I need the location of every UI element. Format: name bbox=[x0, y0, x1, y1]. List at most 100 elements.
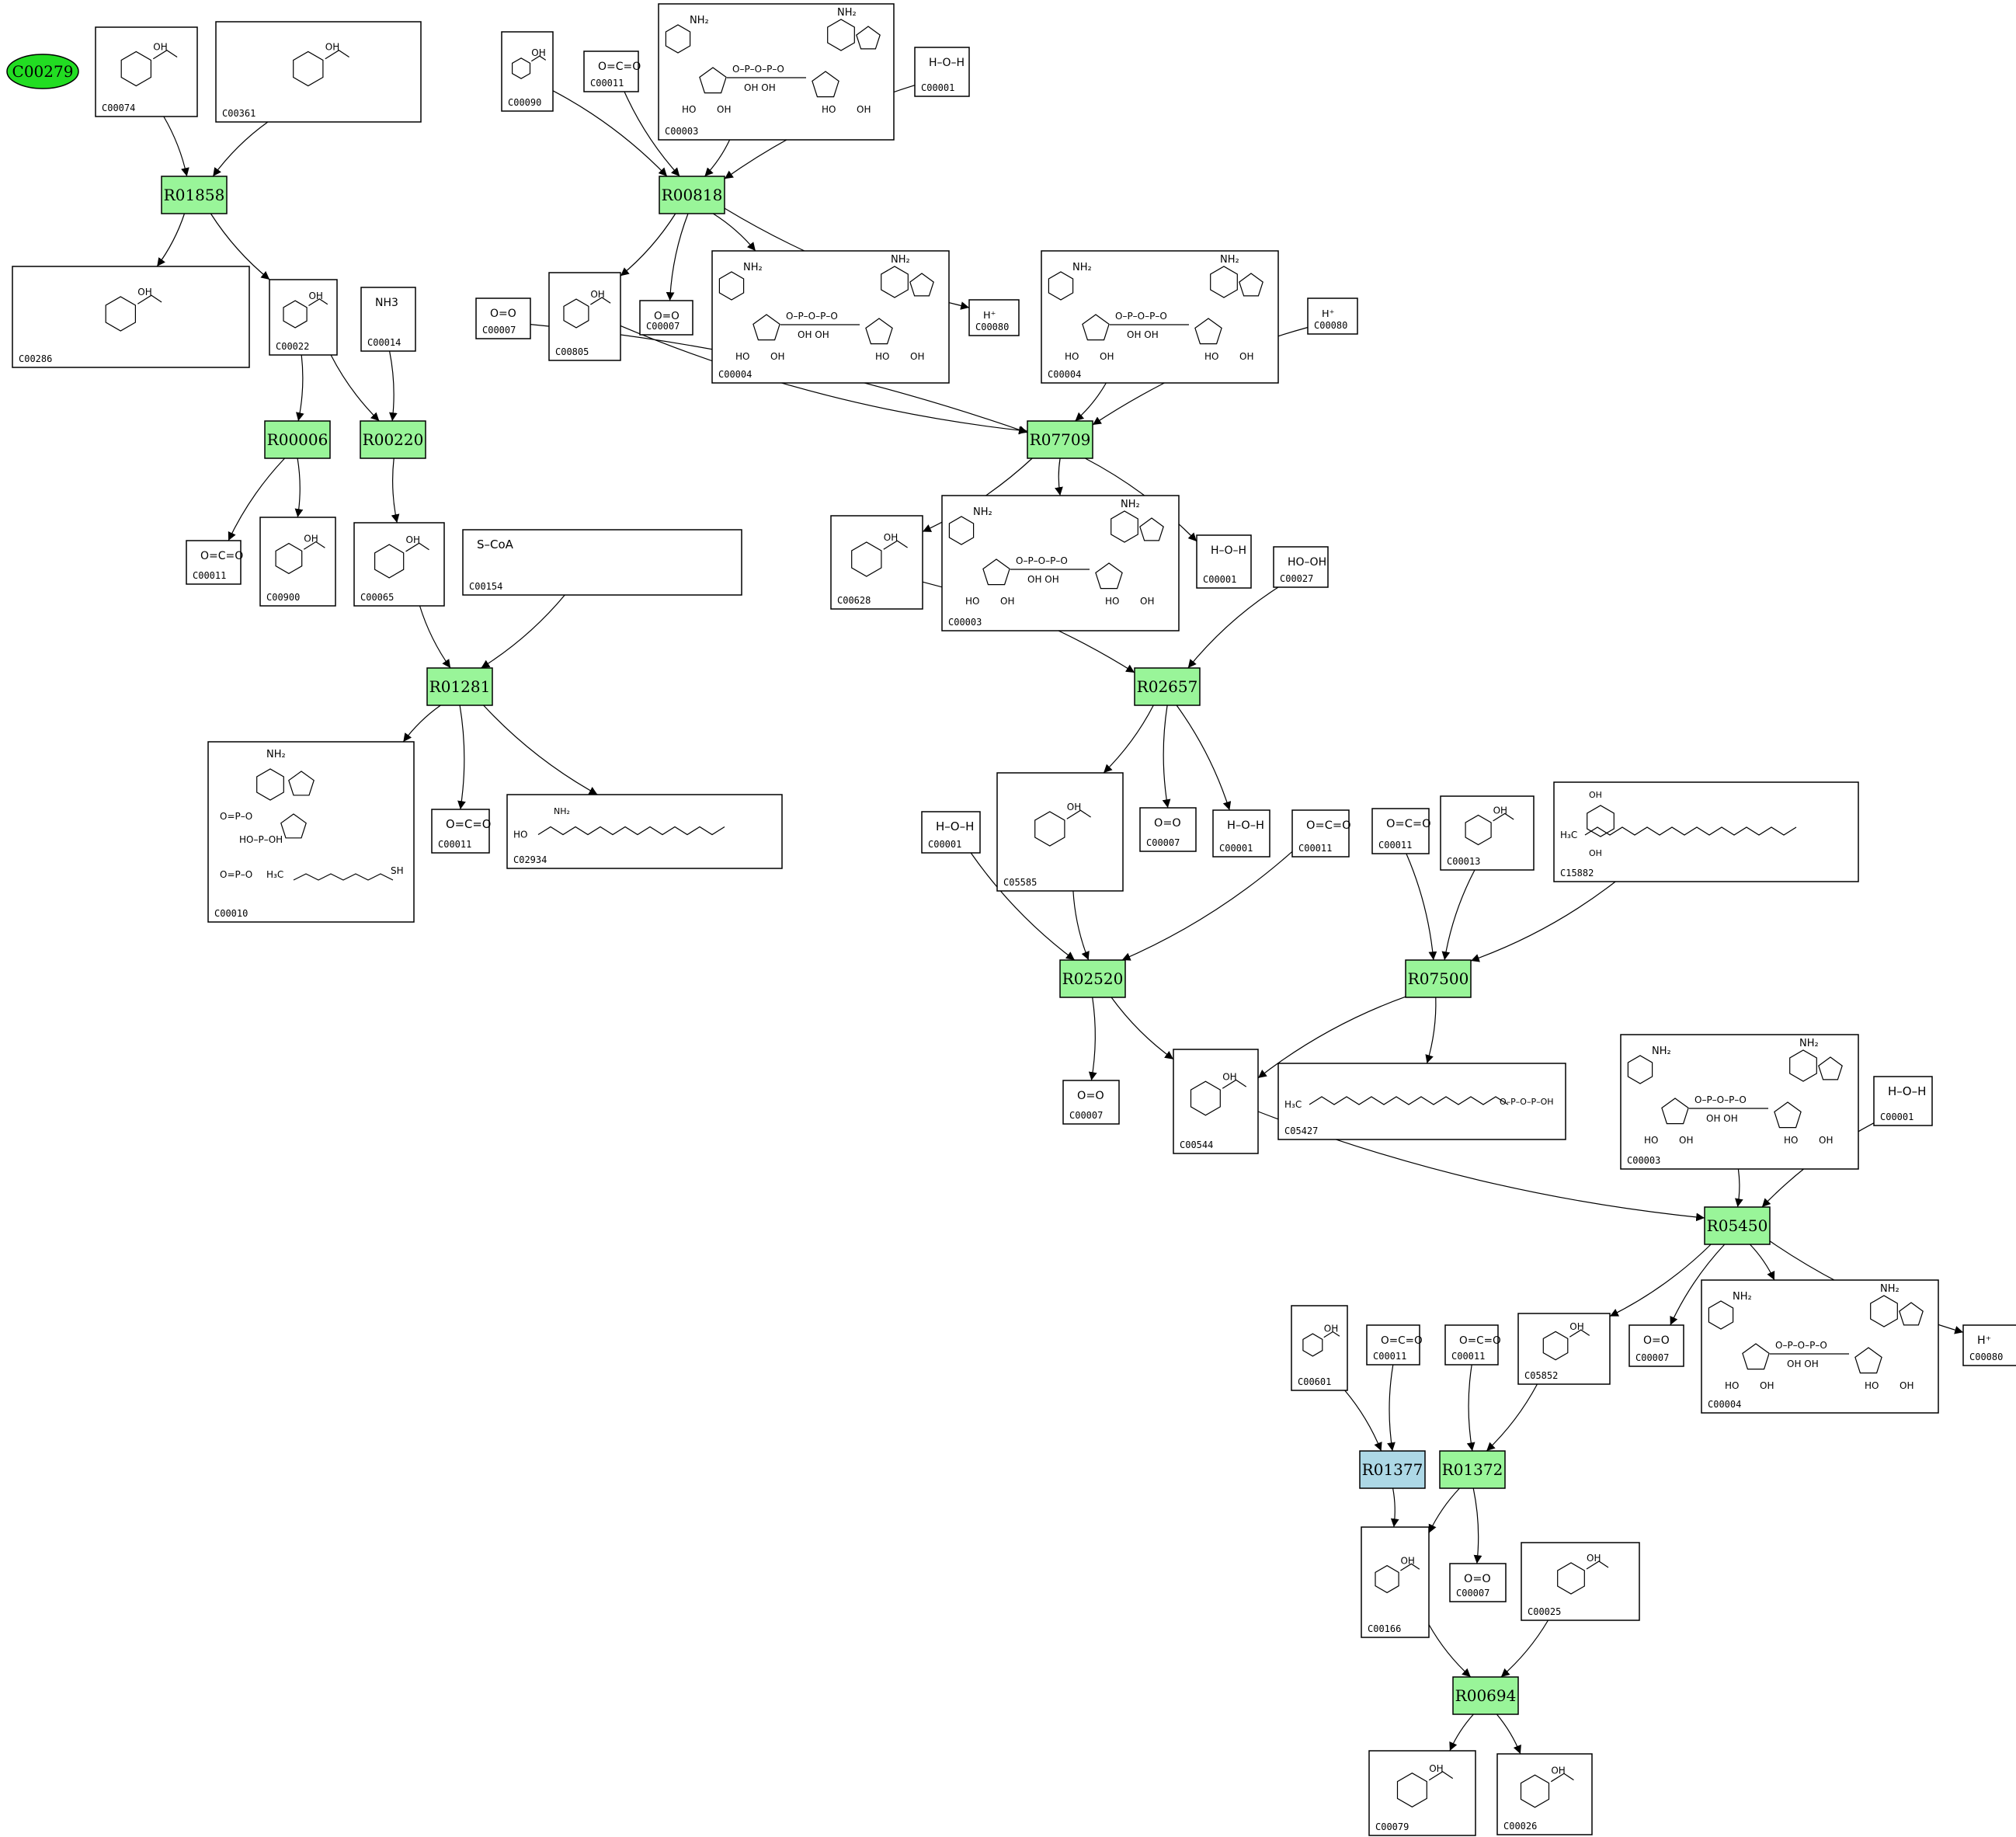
reaction-node-r01377[interactable]: R01377 bbox=[1359, 1450, 1426, 1489]
edge-c7-r3 bbox=[330, 354, 380, 422]
atom-label: O–P–O–P–O bbox=[1694, 1094, 1747, 1105]
structure-sketch: O=C=O bbox=[200, 550, 243, 562]
compound-id-label: C00004 bbox=[1708, 1399, 1741, 1410]
compound-id-label: C00166 bbox=[1368, 1623, 1401, 1634]
reaction-node-r00694[interactable]: R00694 bbox=[1452, 1676, 1519, 1715]
compound-node-c00080[interactable]: H⁺C00080 bbox=[968, 299, 1020, 336]
reaction-node-r00818[interactable]: R00818 bbox=[659, 176, 725, 214]
compound-box bbox=[1361, 1526, 1430, 1638]
edge-r6-c27 bbox=[1103, 705, 1154, 774]
compound-node-c00166[interactable]: OH C00166 bbox=[1361, 1526, 1430, 1638]
atom-label: O=P–O bbox=[220, 811, 252, 822]
structure-sketch: OH bbox=[1375, 1555, 1420, 1594]
start-node[interactable]: C00279 bbox=[6, 54, 79, 89]
reaction-node-r01281[interactable]: R01281 bbox=[426, 667, 493, 706]
reaction-node-r00220[interactable]: R00220 bbox=[360, 420, 426, 459]
edge-c49-r12 bbox=[1500, 1620, 1549, 1678]
atom-label: O=C=O bbox=[598, 61, 641, 73]
structure-bond bbox=[718, 271, 745, 301]
compound-id-label: C00001 bbox=[921, 82, 954, 93]
reaction-box bbox=[1359, 1450, 1426, 1489]
structure-sketch: HO–OH bbox=[1288, 556, 1326, 569]
edge-r3-c18 bbox=[391, 458, 400, 524]
edge-r5-c25 bbox=[457, 705, 466, 810]
structure-bond bbox=[1111, 510, 1138, 543]
atom-label: NH₂ bbox=[554, 806, 570, 816]
atom-label: O=O bbox=[1077, 1090, 1104, 1102]
atom-label: OH bbox=[1400, 1555, 1414, 1566]
edge-r7-c36 bbox=[1111, 997, 1174, 1060]
atom-label: NH₂ bbox=[837, 7, 857, 19]
structure-bond bbox=[909, 273, 934, 297]
reaction-node-r01858[interactable]: R01858 bbox=[161, 176, 228, 214]
compound-node-c00080[interactable]: H⁺C00080 bbox=[1307, 297, 1358, 335]
reaction-node-r02520[interactable]: R02520 bbox=[1059, 959, 1126, 998]
compound-node-c00080[interactable]: H⁺C00080 bbox=[1962, 1324, 2016, 1366]
structure-bond bbox=[1222, 1079, 1247, 1089]
start-node-shape bbox=[6, 54, 79, 89]
reaction-node-r07709[interactable]: R07709 bbox=[1027, 420, 1093, 459]
reaction-node-r01372[interactable]: R01372 bbox=[1439, 1450, 1506, 1489]
reaction-node-r07500[interactable]: R07500 bbox=[1405, 959, 1472, 998]
structure-sketch: OH bbox=[1396, 1763, 1454, 1807]
compound-box bbox=[1701, 1279, 1939, 1414]
reaction-node-r02657[interactable]: R02657 bbox=[1134, 667, 1201, 706]
compound-box bbox=[583, 50, 639, 92]
atom-label: NH₂ bbox=[1652, 1045, 1671, 1057]
atom-label: H₃C bbox=[1284, 1099, 1302, 1110]
reaction-node-r05450[interactable]: R05450 bbox=[1704, 1206, 1771, 1245]
reaction-node-r00006[interactable]: R00006 bbox=[264, 420, 331, 459]
reaction-label: R00220 bbox=[363, 430, 424, 449]
structure-bond bbox=[1742, 1343, 1770, 1370]
